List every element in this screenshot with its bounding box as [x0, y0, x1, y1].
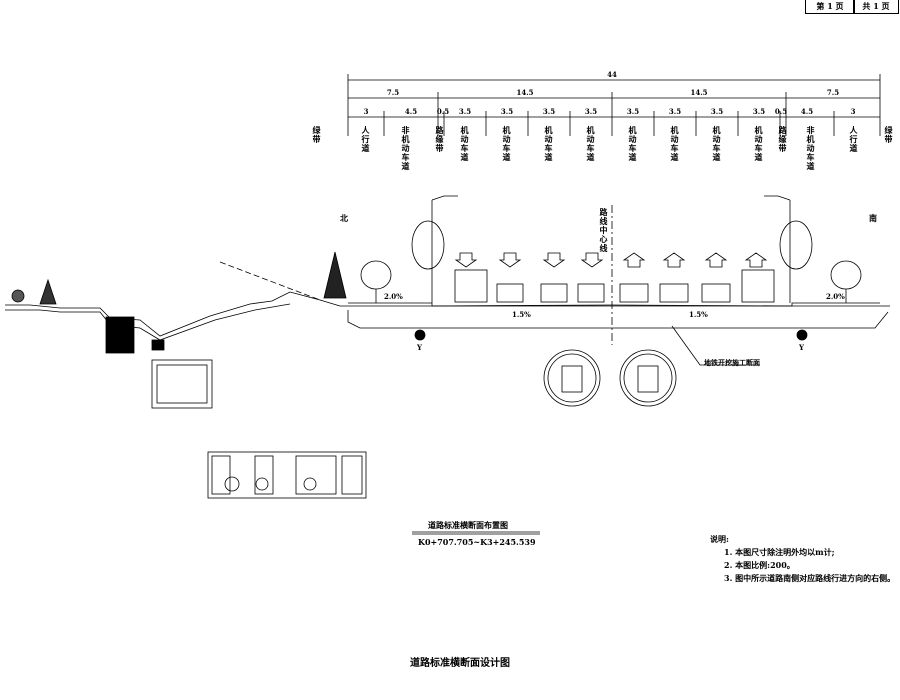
lane-label-bike-left: 非机动车道: [401, 125, 410, 171]
dimension-ticks: [347, 74, 881, 136]
lane-label-motor: 机动车道: [586, 125, 595, 162]
station-range: K0+707.705~K3+245.539: [418, 537, 536, 547]
lane-label-motor: 机动车道: [712, 125, 721, 162]
dimension-total: 44: [607, 70, 617, 79]
dimension-lane: 3: [363, 107, 369, 116]
note-item: 3. 图中所示道路南侧对应路线行进方向的右侧。: [724, 573, 896, 583]
slope-left-sidewalk: 2.0%: [384, 292, 403, 301]
slope-right-sidewalk: 2.0%: [826, 292, 845, 301]
lane-label-green-belt-left: 绿带: [312, 125, 321, 144]
dimension-lane: 3.5: [668, 107, 682, 116]
lane-label-sidewalk-left: 人行道: [361, 125, 370, 153]
direction-arrows: [454, 252, 768, 268]
slope-right-road: 1.5%: [689, 310, 708, 319]
drawing-title: 道路标准横断面设计图: [410, 658, 510, 669]
dimension-lane: 4.5: [404, 107, 418, 116]
lane-label-green-belt-right: 绿带: [884, 125, 893, 144]
subway-label: 地铁开挖施工断面: [704, 358, 760, 367]
vehicles: [454, 269, 775, 303]
direction-north: 北: [340, 213, 348, 223]
pipes: [414, 329, 808, 341]
lane-label-motor: 机动车道: [544, 125, 553, 162]
dimension-lane: 3.5: [626, 107, 640, 116]
pipeline-detail: [207, 451, 367, 499]
dimension-group: 14.5: [690, 88, 708, 97]
dimension-lane: 3.5: [584, 107, 598, 116]
lane-label-motor: 机动车道: [460, 125, 469, 162]
culvert-detail: [151, 359, 213, 409]
notes-heading: 说明:: [710, 534, 729, 544]
dimension-lane: 3.5: [500, 107, 514, 116]
lane-label-curb-left: 路缘带: [435, 125, 444, 153]
lane-label-motor: 机动车道: [670, 125, 679, 162]
lane-label-sidewalk-right: 人行道: [849, 125, 858, 153]
dimension-lane: 3.5: [752, 107, 766, 116]
left-trees: [11, 195, 458, 305]
page-current-tab: 第 1 页: [805, 0, 855, 14]
left-embankment: [5, 261, 341, 354]
pipe-label-right: Y: [799, 343, 804, 352]
centerline-label: 路线中心线: [599, 207, 608, 253]
dimension-group: 7.5: [386, 88, 400, 97]
slope-left-road: 1.5%: [512, 310, 531, 319]
dimension-lane: 4.5: [800, 107, 814, 116]
pipe-label-left: Y: [417, 343, 422, 352]
dimension-group: 7.5: [826, 88, 840, 97]
lane-label-motor: 机动车道: [754, 125, 763, 162]
direction-south: 南: [869, 213, 877, 223]
right-trees: [764, 195, 862, 303]
road-surface: [340, 302, 890, 329]
dimension-lane: 3.5: [542, 107, 556, 116]
dimension-lane: 3.5: [710, 107, 724, 116]
layout-title: 道路标准横断面布置图: [428, 520, 508, 530]
lane-label-curb-right: 路缘带: [778, 125, 787, 153]
note-item: 2. 本图比例:200。: [724, 560, 795, 570]
note-item: 1. 本图尺寸除注明外均以m计;: [724, 547, 835, 557]
lane-label-motor: 机动车道: [502, 125, 511, 162]
dimension-group: 14.5: [516, 88, 534, 97]
lane-label-motor: 机动车道: [628, 125, 637, 162]
dimension-lane: 0.5: [774, 107, 788, 116]
dimension-lane: 3: [850, 107, 856, 116]
lane-label-bike-right: 非机动车道: [806, 125, 815, 171]
subway-tunnels: [543, 325, 760, 407]
dimension-lane: 3.5: [458, 107, 472, 116]
dimension-lane: 0.5: [436, 107, 450, 116]
page-total-tab: 共 1 页: [853, 0, 899, 14]
